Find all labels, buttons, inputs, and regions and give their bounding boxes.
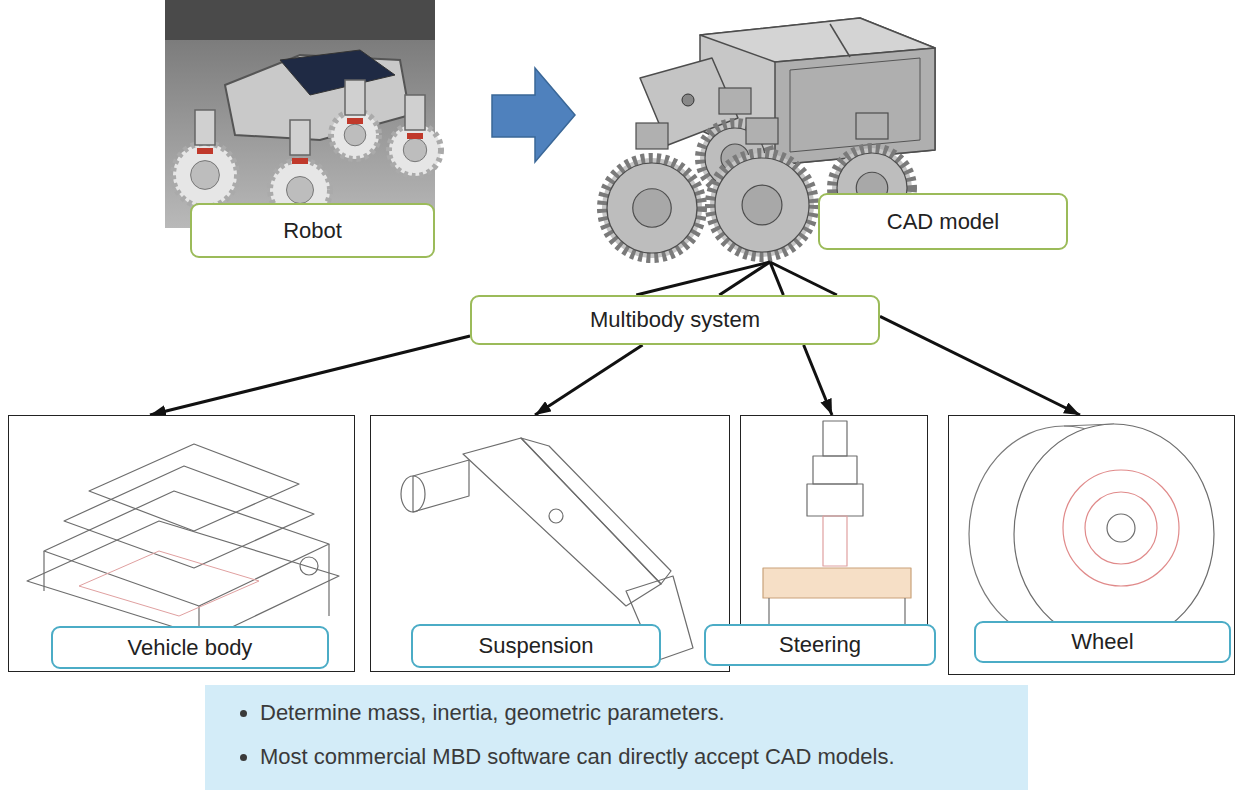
part-panel: Vehicle body <box>8 415 355 672</box>
fan-line <box>719 262 770 295</box>
connector-arrow <box>804 345 832 415</box>
robot-red-band <box>347 118 363 124</box>
plate-outline <box>89 444 299 531</box>
body-connector <box>300 557 318 575</box>
axle-housing <box>413 460 469 512</box>
cad-steer-motor <box>746 118 778 144</box>
box-label: Multibody system <box>590 307 760 333</box>
cad-wheel-face <box>607 163 697 253</box>
part-label: Wheel <box>974 621 1231 663</box>
cad-steer-motor <box>719 88 751 114</box>
cad-wheel-face <box>715 158 809 252</box>
cad-wheel-hub <box>742 185 782 225</box>
cad-wheel <box>602 158 702 258</box>
wheel-front-rim <box>1014 424 1214 644</box>
model-label: CAD model <box>818 193 1068 250</box>
part-panel: Wheel <box>948 415 1235 675</box>
robot-steer-motor <box>195 110 215 145</box>
connector-arrow <box>880 316 1080 415</box>
steer-motor <box>807 484 863 516</box>
plate-outline <box>27 521 339 638</box>
robot-cover <box>280 50 395 95</box>
cad-steer-motor <box>636 123 668 149</box>
cad-divider <box>830 24 850 57</box>
bullet-note: Most commercial MBD software can directl… <box>260 743 1008 770</box>
wheel-inner-ring <box>1085 492 1157 564</box>
photo-background <box>165 0 435 228</box>
robot-wheel <box>173 143 237 207</box>
robot-steer-motor <box>290 120 310 155</box>
steer-shaft <box>823 421 847 456</box>
cad-wheel <box>710 153 814 257</box>
robot-red-band <box>197 148 213 154</box>
robot-red-band <box>407 133 423 139</box>
photo-label: Robot <box>190 203 435 258</box>
part-label: Suspension <box>411 624 661 668</box>
connector-arrow <box>150 336 470 415</box>
cad-box-edge <box>790 58 920 152</box>
body-edge <box>43 551 44 591</box>
box-label: Robot <box>283 218 342 244</box>
robot-steer-motor <box>405 95 425 130</box>
robot-wheel <box>331 111 379 159</box>
cad-wheel-hub <box>633 189 672 228</box>
box-label: CAD model <box>887 209 999 235</box>
steer-collar <box>813 456 857 484</box>
steer-stem <box>823 516 847 566</box>
bullet-note: Determine mass, inertia, geometric param… <box>260 699 1008 726</box>
plate-outline <box>64 466 314 568</box>
robot-hub <box>287 177 314 204</box>
robot-hub <box>344 124 366 146</box>
connector-arrow <box>535 345 643 415</box>
cad-side <box>775 48 935 165</box>
bullet-list: Determine mass, inertia, geometric param… <box>205 685 1028 770</box>
wheel-hub <box>1107 514 1135 542</box>
part-label: Steering <box>704 624 936 666</box>
note-box: Determine mass, inertia, geometric param… <box>205 685 1028 790</box>
robot-photo <box>165 0 441 228</box>
robot-wheel <box>389 124 441 176</box>
fan-lines <box>636 262 837 295</box>
suspension-arm-side <box>521 438 671 584</box>
body-edge <box>328 544 329 616</box>
part-panel: Suspension <box>370 415 730 672</box>
steer-plate <box>763 568 911 598</box>
part-panel: Steering <box>740 415 928 665</box>
arm-hole <box>549 509 563 523</box>
block-arrow <box>492 68 575 162</box>
photo-backdrop <box>165 0 435 40</box>
robot-red-band <box>292 158 308 164</box>
suspension-arm <box>463 438 661 606</box>
body-inner-part <box>79 551 259 616</box>
fan-line <box>770 262 837 295</box>
system-box: Multibody system <box>470 295 880 345</box>
part-label: Vehicle body <box>51 626 329 669</box>
robot-hub <box>403 138 426 161</box>
cad-steer-motor <box>856 113 888 139</box>
robot-hub <box>191 161 220 190</box>
cad-pivot <box>682 94 694 106</box>
wheel-inner-ring <box>1063 470 1179 586</box>
robot-steer-motor <box>345 80 365 115</box>
fan-line <box>636 262 770 295</box>
